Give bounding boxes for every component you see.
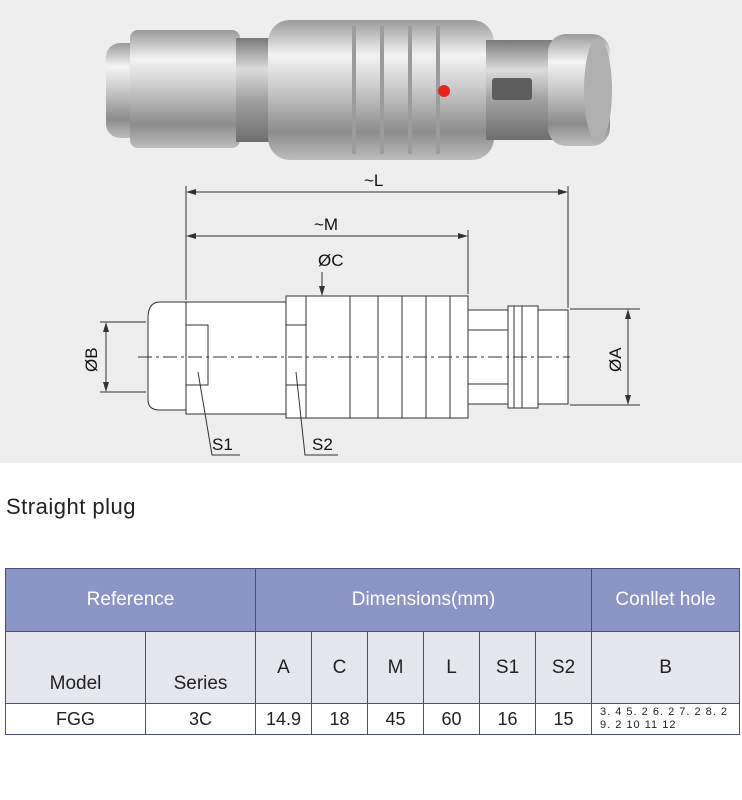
- label-A: ØA: [606, 347, 625, 372]
- col-series: Series: [144, 631, 257, 704]
- header-reference: Reference: [4, 568, 257, 632]
- col-S1: S1: [479, 631, 537, 704]
- product-image-panel: ~L ~M ØC ØB ØA S1 S2: [0, 0, 742, 463]
- connector-illustration: ~L ~M ØC ØB ØA S1 S2: [82, 20, 640, 456]
- cell-A: 14.9: [255, 703, 313, 735]
- col-L: L: [423, 631, 481, 704]
- table-column-header-row: Model Series A C M L S1 S2 B: [5, 631, 741, 704]
- col-M: M: [367, 631, 425, 704]
- label-M: ~M: [314, 215, 338, 234]
- table-group-header-row: Reference Dimensions(mm) Conllet hole: [4, 568, 741, 632]
- label-S2: S2: [312, 435, 333, 454]
- table-row: FGG 3C 14.9 18 45 60 16 15 3. 4 5. 2 6. …: [5, 703, 741, 735]
- spec-table: Reference Dimensions(mm) Conllet hole Mo…: [4, 568, 741, 735]
- cell-model: FGG: [5, 703, 146, 735]
- cell-B-line2: 9. 2 10 11 12: [600, 719, 677, 731]
- dimension-arrows: [103, 189, 631, 405]
- connector-photo: [106, 20, 612, 160]
- cell-B: 3. 4 5. 2 6. 2 7. 2 8. 2 9. 2 10 11 12: [591, 703, 741, 735]
- product-caption: Straight plug: [6, 494, 137, 519]
- label-C: ØC: [318, 251, 344, 270]
- col-B: B: [591, 631, 741, 704]
- cell-M: 45: [367, 703, 425, 735]
- cell-B-line1: 3. 4 5. 2 6. 2 7. 2 8. 2: [600, 706, 728, 718]
- col-A: A: [255, 631, 313, 704]
- col-C: C: [311, 631, 369, 704]
- col-model: Model: [5, 631, 146, 704]
- cell-S2: 15: [535, 703, 593, 735]
- cell-series: 3C: [144, 703, 257, 735]
- cell-S1: 16: [479, 703, 537, 735]
- label-L: ~L: [364, 171, 383, 190]
- label-B: ØB: [82, 347, 101, 372]
- header-dimensions: Dimensions(mm): [255, 568, 593, 632]
- red-dot-marker: [438, 85, 450, 97]
- col-S2: S2: [535, 631, 593, 704]
- cell-C: 18: [311, 703, 369, 735]
- dimension-lines: [100, 186, 640, 456]
- label-S1: S1: [212, 435, 233, 454]
- header-conllet-hole: Conllet hole: [591, 568, 741, 632]
- cell-L: 60: [423, 703, 481, 735]
